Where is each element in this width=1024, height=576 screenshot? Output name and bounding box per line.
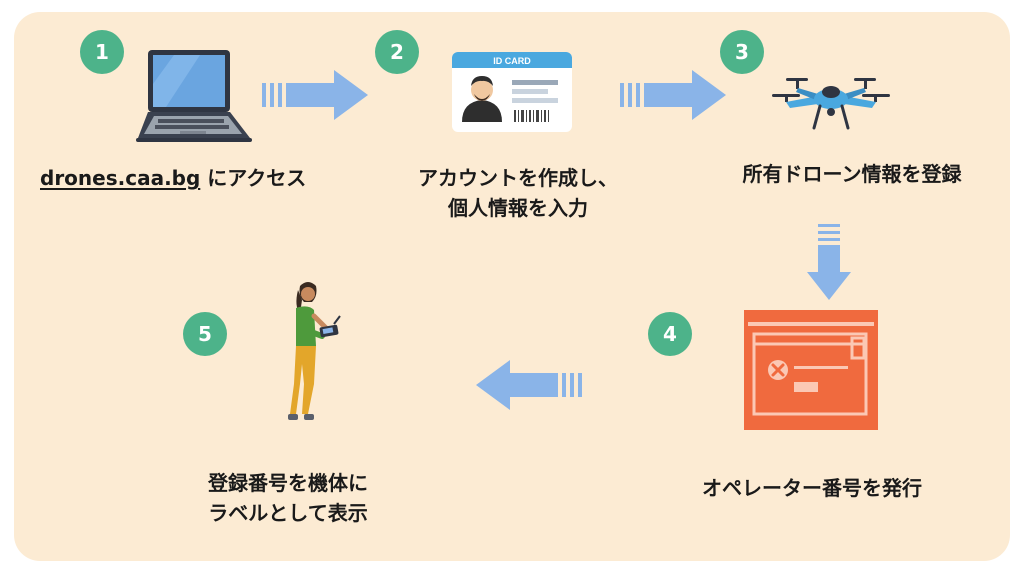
- step-4-label-line1: オペレーター番号を発行: [702, 476, 922, 500]
- arrow-right-2-3: [620, 70, 726, 120]
- laptop-icon: [136, 50, 252, 142]
- arrow-down-3-4: [807, 224, 851, 300]
- step-5-label: 登録番号を機体に ラベルとして表示: [168, 468, 408, 528]
- step-5-badge: 5: [183, 312, 227, 356]
- arrow-right-1-2: [262, 70, 368, 120]
- step-2-label-line1: アカウントを作成し、: [418, 166, 618, 190]
- step-2-badge: 2: [375, 30, 419, 74]
- operator-card-icon: [744, 310, 878, 430]
- website-link[interactable]: drones.caa.bg: [40, 166, 201, 190]
- step-1-badge: 1: [80, 30, 124, 74]
- step-4-badge: 4: [648, 312, 692, 356]
- id-card-icon: ID CARD: [452, 52, 572, 132]
- drone-icon: [772, 78, 890, 130]
- step-1-label: drones.caa.bg にアクセス: [40, 163, 340, 193]
- step-5-label-line2: ラベルとして表示: [208, 501, 368, 525]
- step-5-label-line1: 登録番号を機体に: [208, 471, 368, 495]
- step-3-label: 所有ドローン情報を登録: [712, 159, 992, 189]
- step-4-label: オペレーター番号を発行: [672, 473, 952, 503]
- step-2-label: アカウントを作成し、 個人情報を入力: [380, 163, 656, 223]
- step-2-label-line2: 個人情報を入力: [448, 196, 588, 220]
- id-card-title: ID CARD: [493, 56, 531, 66]
- step-1-label-rest: にアクセス: [200, 166, 307, 190]
- arrow-left-4-5: [476, 360, 582, 410]
- person-with-controller-icon: [288, 282, 341, 420]
- step-3-label-line1: 所有ドローン情報を登録: [742, 162, 962, 186]
- step-3-badge: 3: [720, 30, 764, 74]
